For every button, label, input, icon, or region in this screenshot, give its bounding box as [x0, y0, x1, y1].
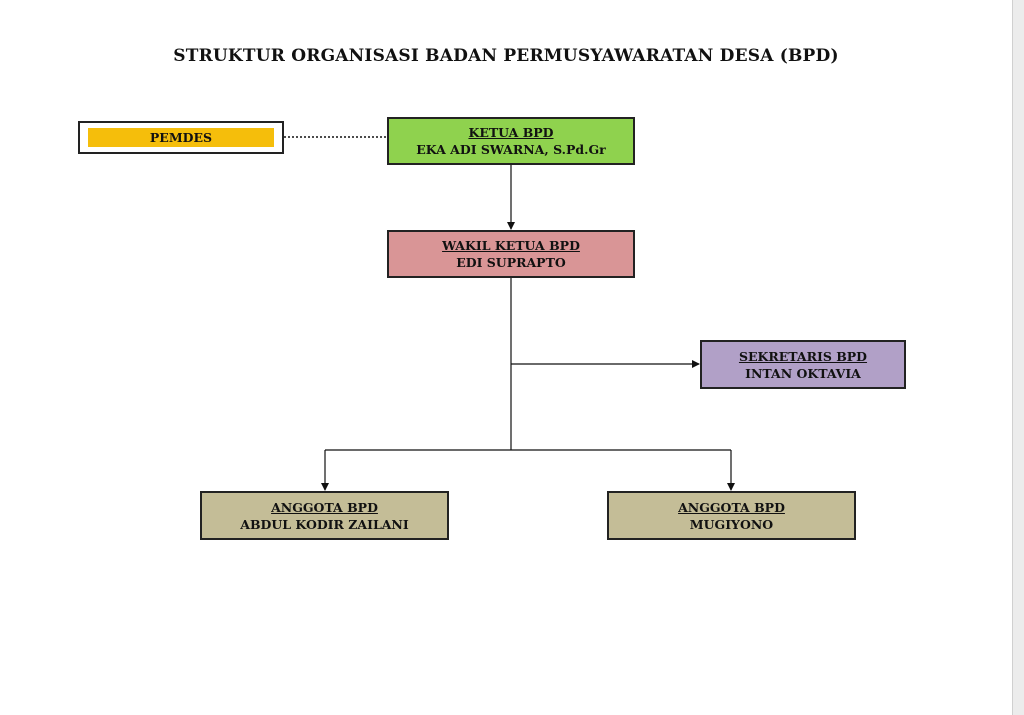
page-title: STRUKTUR ORGANISASI BADAN PERMUSYAWARATA… — [173, 46, 839, 66]
ketua-box: KETUA BPD EKA ADI SWARNA, S.Pd.Gr — [387, 117, 635, 165]
wakil-name: EDI SUPRAPTO — [456, 255, 566, 270]
sekretaris-name: INTAN OKTAVIA — [745, 365, 861, 381]
ketua-name: EKA ADI SWARNA, S.Pd.Gr — [416, 142, 606, 157]
wakil-role: WAKIL KETUA BPD — [442, 238, 580, 253]
sekretaris-box: SEKRETARIS BPD INTAN OKTAVIA — [700, 340, 906, 389]
ketua-role: KETUA BPD — [468, 125, 554, 140]
page-edge — [1012, 0, 1024, 715]
anggota-2-name: MUGIYONO — [689, 516, 774, 532]
anggota-box-2: ANGGOTA BPD MUGIYONO — [607, 491, 856, 540]
anggota-1-name: ABDUL KODIR ZAILANI — [240, 516, 409, 532]
anggota-2-role: ANGGOTA BPD — [678, 499, 785, 515]
wakil-box: WAKIL KETUA BPD EDI SUPRAPTO — [387, 230, 635, 278]
anggota-box-1: ANGGOTA BPD ABDUL KODIR ZAILANI — [200, 491, 449, 540]
pemdes-box: PEMDES — [78, 121, 284, 154]
pemdes-label: PEMDES — [88, 128, 274, 147]
anggota-1-role: ANGGOTA BPD — [271, 499, 378, 515]
sekretaris-role: SEKRETARIS BPD — [738, 348, 868, 364]
